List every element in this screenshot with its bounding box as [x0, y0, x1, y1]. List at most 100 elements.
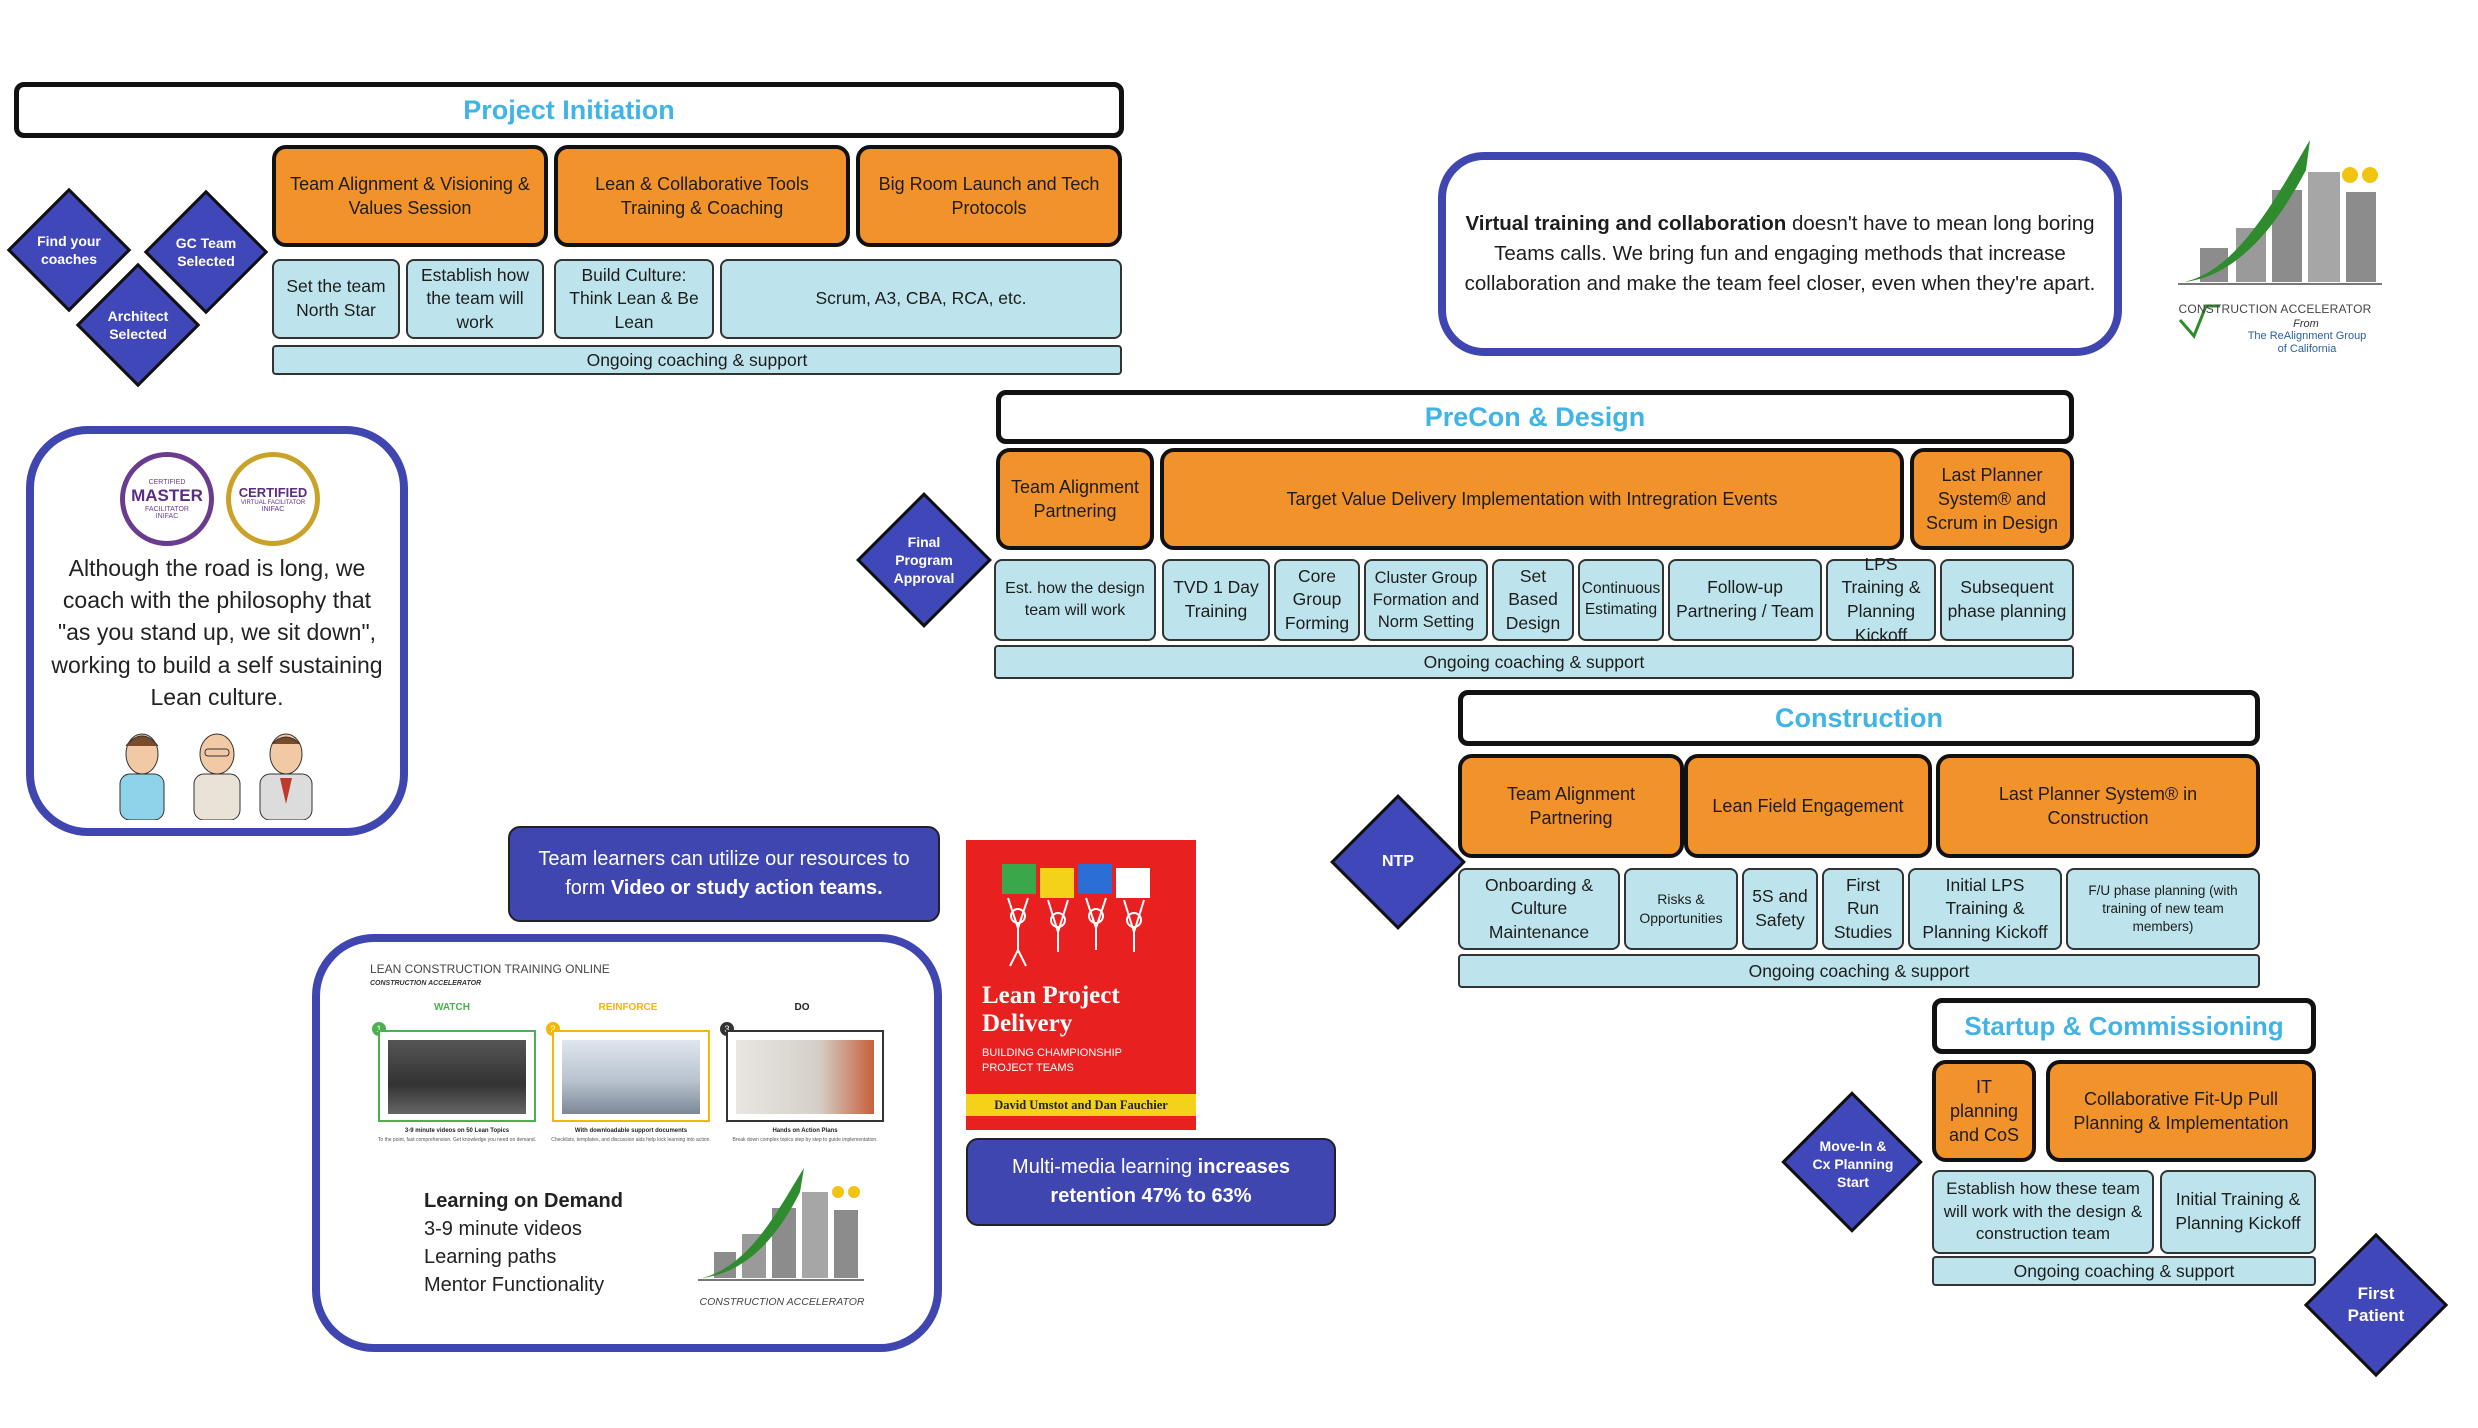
pi-scrum-box: Scrum, A3, CBA, RCA, etc. — [720, 259, 1122, 339]
pc-lps-design-box: Last Planner System® and Scrum in Design — [1910, 448, 2074, 550]
multimedia-box: Multi-media learning increases retention… — [966, 1138, 1336, 1226]
pi-ongoing-bar: Ongoing coaching & support — [272, 345, 1122, 375]
book-subtitle-line2: PROJECT TEAMS — [982, 1062, 1074, 1074]
virtual-facilitator-badge: CERTIFIED VIRTUAL FACILITATOR INIFAC — [226, 452, 320, 546]
final-program-label: Final Program Approval — [893, 533, 955, 587]
pc-tvd-box: Target Value Delivery Implementation wit… — [1160, 448, 1904, 550]
pi-lean-tools-box: Lean & Collaborative Tools Training & Co… — [554, 145, 850, 247]
pi-north-star-box: Set the team North Star — [272, 259, 400, 339]
precon-header: PreCon & Design — [996, 390, 2074, 444]
accelerator-small-bars-icon — [698, 1168, 864, 1281]
su-it-planning-box: IT planning and CoS — [1932, 1060, 2036, 1162]
virtual-training-bold: Virtual training and collaboration — [1465, 212, 1787, 236]
learning-on-demand-title: Learning on Demand — [424, 1190, 623, 1212]
do-thumbnail — [726, 1030, 884, 1122]
con-ongoing-bar: Ongoing coaching & support — [1458, 954, 2260, 988]
gc-team-label: GC Team Selected — [175, 234, 237, 269]
puzzle-people-icon — [1002, 864, 1150, 967]
do-desc: Break down complex topics step by step t… — [732, 1137, 878, 1143]
reinforce-thumbnail — [552, 1030, 710, 1122]
badge2-line3: INIFAC — [261, 506, 285, 513]
philosophy-text: Although the road is long, we coach with… — [51, 555, 383, 710]
con-team-alignment-box: Team Alignment Partnering — [1458, 754, 1684, 858]
pc-team-alignment-box: Team Alignment Partnering — [996, 448, 1154, 550]
reinforce-caption: With downloadable support documents — [574, 1128, 688, 1134]
first-patient-label: First Patient — [2347, 1283, 2405, 1325]
su-ongoing-bar: Ongoing coaching & support — [1932, 1256, 2316, 1286]
pc-set-based-box: Set Based Design — [1492, 559, 1574, 641]
pi-team-alignment-box: Team Alignment & Visioning & Values Sess… — [272, 145, 548, 247]
pc-est-design-box: Est. how the design team will work — [994, 559, 1156, 641]
con-lps-box: Last Planner System® in Construction — [1936, 754, 2260, 858]
philosophy-box: CERTIFIED MASTER FACILITATOR INIFAC CERT… — [26, 426, 408, 836]
construction-accelerator-logo: CONSTRUCTION ACCELERATOR From The ReAlig… — [2160, 130, 2390, 370]
book-cover: Lean Project Delivery BUILDING CHAMPIONS… — [966, 840, 1196, 1130]
reinforce-label: REINFORCE — [598, 1002, 658, 1013]
badge1-line2: MASTER — [131, 485, 203, 505]
startup-header: Startup & Commissioning — [1932, 998, 2316, 1054]
watch-caption: 3-9 minute videos on 50 Lean Topics — [404, 1128, 510, 1134]
move-in-label: Move-In & Cx Planning Start — [1812, 1137, 1894, 1191]
virtual-training-text: doesn't have to mean long boring Teams c… — [1464, 212, 2096, 295]
team-learners-bold: Video or study action teams. — [610, 877, 883, 899]
ntp-label: NTP — [1382, 852, 1414, 870]
architect-label: Architect Selected — [107, 307, 169, 342]
pc-continuous-est-box: Continuous Estimating — [1578, 559, 1664, 641]
watch-label: WATCH — [434, 1002, 470, 1013]
team-learners-box: Team learners can utilize our resources … — [508, 826, 940, 922]
team-learners-text: Team learners can utilize our resources … — [538, 848, 910, 899]
su-initial-training-box: Initial Training & Planning Kickoff — [2160, 1170, 2316, 1254]
con-lean-field-box: Lean Field Engagement — [1684, 754, 1932, 858]
construction-header: Construction — [1458, 690, 2260, 746]
demand-item-mentor: Mentor Functionality — [424, 1274, 605, 1296]
pc-cluster-group-box: Cluster Group Formation and Norm Setting — [1364, 559, 1488, 641]
online-logo-name: CONSTRUCTION ACCELERATOR — [699, 1296, 865, 1308]
badge1-line3: FACILITATOR — [145, 505, 189, 513]
online-training-box: LEAN CONSTRUCTION TRAINING ONLINE CONSTR… — [312, 934, 942, 1352]
badge2-line1: CERTIFIED — [238, 485, 308, 500]
online-header: LEAN CONSTRUCTION TRAINING ONLINE — [370, 962, 610, 976]
demand-item-videos: 3-9 minute videos — [424, 1218, 582, 1240]
watch-desc: To the point, fast comprehension. Get kn… — [377, 1137, 537, 1143]
con-onboarding-box: Onboarding & Culture Maintenance — [1458, 868, 1620, 950]
badge2-line2: VIRTUAL FACILITATOR — [240, 500, 306, 506]
accelerator-bars-icon — [2178, 140, 2382, 339]
online-sub: CONSTRUCTION ACCELERATOR — [370, 980, 482, 987]
pc-core-group-box: Core Group Forming — [1274, 559, 1360, 641]
pi-establish-box: Establish how the team will work — [406, 259, 544, 339]
watch-thumbnail — [378, 1030, 536, 1122]
book-title-line1: Lean Project — [982, 982, 1120, 1009]
con-fu-phase-box: F/U phase planning (with training of new… — [2066, 868, 2260, 950]
pc-tvd-training-box: TVD 1 Day Training — [1162, 559, 1270, 641]
con-first-run-box: First Run Studies — [1822, 868, 1904, 950]
con-risks-box: Risks & Opportunities — [1624, 868, 1738, 950]
multimedia-bold: increases retention 47% to 63% — [1050, 1156, 1290, 1207]
con-5s-box: 5S and Safety — [1742, 868, 1818, 950]
do-caption: Hands on Action Plans — [772, 1128, 838, 1134]
logo-name: CONSTRUCTION ACCELERATOR — [2178, 302, 2372, 316]
badge1-line4: INIFAC — [155, 512, 179, 520]
virtual-training-box: Virtual training and collaboration doesn… — [1438, 152, 2122, 356]
demand-item-paths: Learning paths — [424, 1246, 557, 1268]
do-label: DO — [794, 1002, 810, 1013]
su-establish-box: Establish how these team will work with … — [1932, 1170, 2154, 1254]
coaches-cartoon-image — [112, 724, 332, 821]
logo-from: From — [2293, 318, 2319, 330]
logo-company: The ReAlignment Group of California — [2247, 330, 2367, 356]
pc-lps-training-box: LPS Training & Planning Kickoff — [1826, 554, 1936, 645]
pc-follow-up-box: Follow-up Partnering / Team — [1668, 559, 1822, 641]
con-initial-lps-box: Initial LPS Training & Planning Kickoff — [1908, 868, 2062, 950]
su-fitup-box: Collaborative Fit-Up Pull Planning & Imp… — [2046, 1060, 2316, 1162]
book-title-line2: Delivery — [982, 1010, 1073, 1037]
book-subtitle-line1: BUILDING CHAMPIONSHIP — [982, 1047, 1122, 1059]
pc-ongoing-bar: Ongoing coaching & support — [994, 645, 2074, 679]
reinforce-desc: Checklists, templates, and discussion ai… — [551, 1137, 711, 1143]
pi-culture-box: Build Culture: Think Lean & Be Lean — [554, 259, 714, 339]
book-authors: David Umstot and Dan Fauchier — [966, 1094, 1196, 1116]
multimedia-text: Multi-media learning — [1012, 1156, 1198, 1178]
find-coaches-label: Find your coaches — [37, 232, 101, 267]
master-facilitator-badge: CERTIFIED MASTER FACILITATOR INIFAC — [120, 452, 214, 546]
pi-big-room-box: Big Room Launch and Tech Protocols — [856, 145, 1122, 247]
pc-subsequent-box: Subsequent phase planning — [1940, 559, 2074, 641]
online-logo: CONSTRUCTION ACCELERATOR — [692, 1162, 872, 1332]
